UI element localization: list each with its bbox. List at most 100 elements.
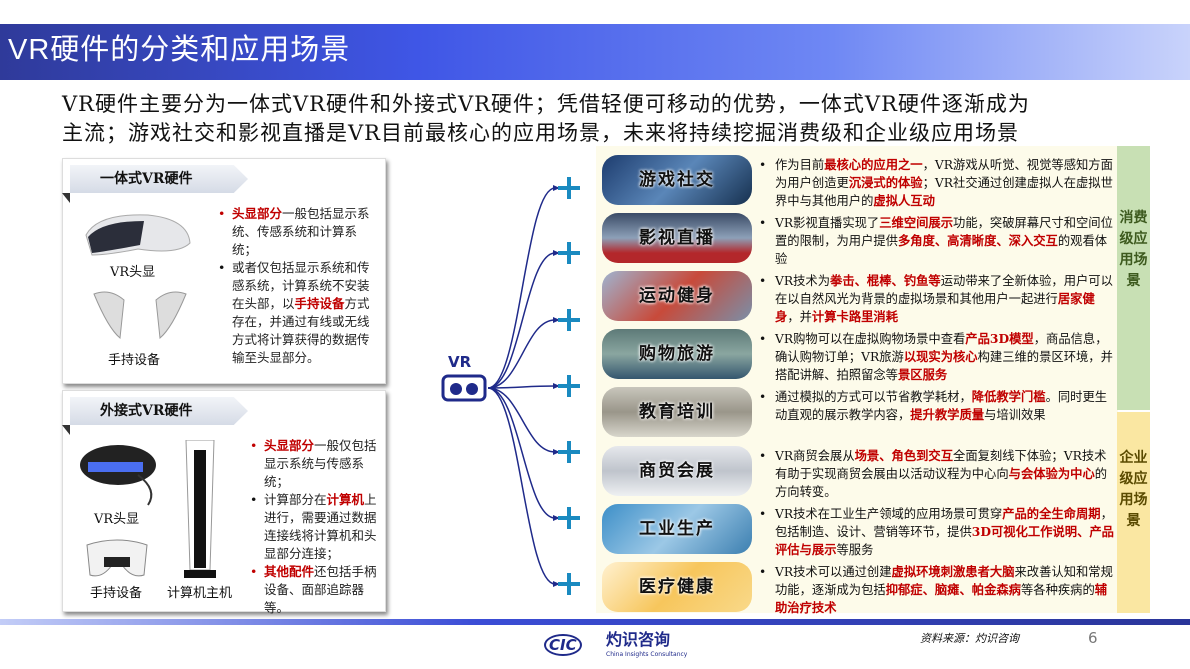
connector-curve — [487, 387, 556, 519]
highlight-text: 虚拟环境刺激患者大脑 — [891, 563, 1015, 579]
text-segment: VR技术可以通过创建 — [775, 564, 892, 579]
scene-card: 游戏社交 — [602, 155, 752, 205]
bullet-item: 其他配件还包括手柄设备、面部追踪器等。 — [250, 563, 382, 617]
tab-corner — [62, 193, 70, 203]
scene-description: VR商贸会展从场景、角色到交互全面复刻线下体验；VR技术有助于实现商贸会展由以活… — [757, 447, 1116, 501]
arrowhead — [553, 250, 560, 256]
text-segment: VR技术在工业生产领域的应用场景可贯穿 — [775, 506, 1003, 521]
highlight-text: 产品3D模型 — [965, 331, 1034, 347]
text-segment: 的方向转变。 — [775, 466, 1108, 499]
text-segment: 全面复刻线下体验；VR技术有助于实现商贸会展由以活动议程为中心向 — [775, 448, 1107, 481]
vr-headset-icon — [441, 374, 487, 402]
highlight-text: 抑郁症、脑瘫、帕金森病 — [885, 581, 1021, 597]
connector-curve — [487, 387, 556, 453]
arrowhead — [553, 581, 560, 587]
scene-card: 教育培训 — [602, 387, 752, 438]
text-segment: 。同时更生动直观的展示教学内容， — [775, 390, 1108, 423]
consumer-label: 消费级应用场景 — [1119, 210, 1148, 289]
caption: VR头显 — [110, 265, 156, 280]
text-segment: 通过模拟的方式可以节省教学耗材， — [775, 390, 972, 405]
enterprise-band — [1117, 412, 1150, 613]
scene-description: 通过模拟的方式可以节省教学耗材，降低教学门槛。同时更生动直观的展示教学内容，提升… — [757, 388, 1116, 424]
text-segment: 等服务 — [836, 542, 874, 557]
highlight-text: 虚拟人互动 — [873, 193, 935, 208]
highlight-text: 拳击、棍棒、钓鱼等 — [830, 273, 941, 289]
tethered-bullets: 头显部分一般仅包括显示系统与传感系统；计算部分在计算机上进行，需要通过数据连接线… — [250, 437, 382, 617]
highlight-text: 头显部分 — [232, 206, 283, 221]
cic-logo-mark: CIC — [544, 634, 582, 656]
text-segment: 的观看体验 — [775, 234, 1108, 267]
arrowhead — [553, 317, 560, 323]
text-segment: VR购物可以在虚拟购物场景中查看 — [775, 332, 966, 347]
text-segment: 上进行，需要通过数据连接线将计算机和头显部分连接； — [264, 492, 377, 561]
plus-icon — [558, 375, 580, 397]
caption: 手持设备 — [108, 353, 161, 368]
plus-icon — [558, 309, 580, 331]
plus-icon — [558, 242, 580, 264]
highlight-text: 计算机 — [326, 492, 365, 507]
arrowhead — [553, 449, 560, 455]
text-segment: 还包括手柄设备、面部追踪器等。 — [264, 564, 377, 615]
scene-name: 商贸会展 — [639, 460, 715, 481]
all-in-one-heading: 一体式VR硬件 — [70, 165, 248, 193]
scene-description: VR影视直播实现了三维空间展示功能，突破屏幕尺寸和空间位置的限制，为用户提供多角… — [757, 214, 1116, 268]
text-segment: 来改善认知和常规功能，逐渐成为包括 — [775, 564, 1113, 597]
highlight-text: 沉浸式的体验 — [848, 175, 923, 190]
highlight-text: 3D可视化工作说明、产品评估与展示 — [775, 523, 1114, 557]
vr-headset-image — [85, 214, 191, 256]
arrowhead — [553, 185, 560, 191]
caption: VR头显 — [94, 512, 140, 527]
highlight-text: 辅助治疗技术 — [775, 581, 1108, 615]
highlight-text: 多角度、高清晰度、深入交互 — [897, 233, 1058, 249]
logo-cn: 灼识咨询 — [606, 630, 671, 649]
text-segment: ，包括制造、设计、营销等环节，提供 — [775, 506, 1113, 539]
controllers-image — [93, 291, 187, 339]
text-segment: VR商贸会展从 — [775, 448, 855, 463]
text-segment: VR技术为 — [775, 274, 831, 289]
scene-name: 教育培训 — [639, 402, 715, 423]
highlight-text: 景区服务 — [897, 367, 948, 383]
scene-description: VR购物可以在虚拟购物场景中查看产品3D模型，商品信息，确认购物订单；VR旅游以… — [757, 330, 1116, 384]
scene-card: 运动健身 — [602, 271, 752, 322]
text-segment: 作为目前 — [775, 158, 825, 172]
highlight-text: 居家健身 — [775, 291, 1095, 325]
scene-card: 医疗健康 — [602, 561, 752, 612]
scene-name: 购物旅游 — [639, 344, 715, 365]
bullet-item: 计算部分在计算机上进行，需要通过数据连接线将计算机和头显部分连接； — [250, 491, 382, 563]
caption: 手持设备 — [90, 586, 143, 601]
page-title: VR硬件的分类和应用场景 — [8, 34, 351, 66]
scene-name: 游戏社交 — [639, 170, 715, 190]
text-segment: ，商品信息，确认购物订单；VR旅游 — [775, 332, 1108, 365]
text-segment: ；VR社交通过创建虚拟人在虚拟世界中与其他用户的 — [775, 176, 1113, 208]
scene-card: 工业生产 — [602, 503, 752, 554]
text-segment: 一般包括显示系统、传感系统和计算系统； — [232, 206, 370, 257]
all-in-one-bullets: 头显部分一般包括显示系统、传感系统和计算系统；或者仅包括显示系统和传感系统，计算… — [218, 205, 380, 367]
caption: 计算机主机 — [167, 586, 233, 601]
highlight-text: 产品的全生命周期 — [1002, 505, 1101, 521]
vr-headset-image — [80, 445, 156, 506]
highlight-text: 头显部分 — [264, 438, 315, 453]
footer-line — [0, 619, 1190, 625]
page-number: 6 — [1088, 629, 1098, 647]
highlight-text: 与会体验为中心 — [1008, 465, 1095, 481]
scene-name: 工业生产 — [639, 518, 715, 539]
arrowhead — [553, 383, 560, 389]
text-segment: 功能，突破屏幕尺寸和空间位置的限制，为用户提供 — [775, 216, 1113, 249]
connector-curve — [487, 387, 556, 585]
highlight-text: 提升教学质量 — [910, 407, 985, 423]
console-image — [184, 440, 216, 578]
highlight-text: 三维空间展示 — [879, 215, 954, 231]
text-segment: 等各种疾病的 — [1020, 582, 1095, 597]
text-segment: 方式存在，并通过有线或无线方式将计算获得的数据传输至头显部分。 — [232, 296, 370, 365]
scene-description: VR技术为拳击、棍棒、钓鱼等运动带来了全新体验，用户可以在以自然风光为背景的虚拟… — [757, 272, 1116, 326]
scene-card: 购物旅游 — [602, 329, 752, 380]
subtitle-line-2: 主流；游戏社交和影视直播是VR目前最核心的应用场景，未来将持续挖掘消费级和企业级… — [62, 121, 1019, 145]
text-segment: 运动带来了全新体验，用户可以在以自然风光为背景的虚拟场景和其他用户一起进行 — [775, 274, 1113, 307]
connector-curve — [487, 319, 556, 389]
enterprise-label: 企业级应用场景 — [1119, 450, 1148, 529]
scene-name: 运动健身 — [639, 286, 715, 307]
source-note: 资料来源：灼识咨询 — [920, 632, 1019, 645]
title-bar — [0, 24, 1190, 80]
scene-description: 作为目前最核心的应用之一，VR游戏从听觉、视觉等感知方面为用户创造更沉浸式的体验… — [757, 156, 1116, 210]
